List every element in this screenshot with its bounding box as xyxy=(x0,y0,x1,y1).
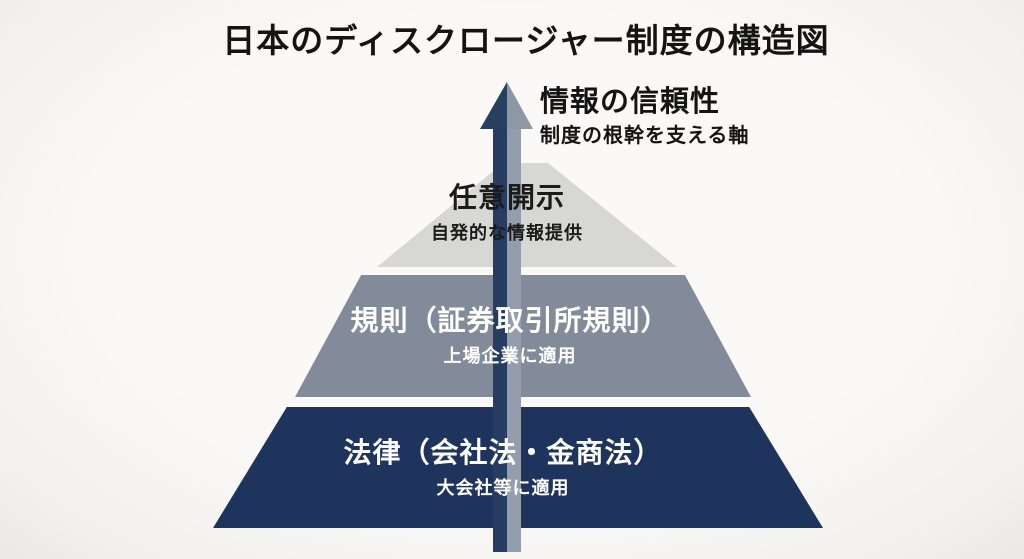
tier-label-voluntary-disclosure: 任意開示 自発的な情報提供 xyxy=(431,182,583,243)
tier-title: 法律（会社法・金商法） xyxy=(343,437,663,468)
tier-label-laws: 法律（会社法・金商法） 大会社等に適用 xyxy=(343,437,663,498)
tier-title: 規則（証券取引所規則） xyxy=(350,305,670,336)
tier-subtitle: 上場企業に適用 xyxy=(443,346,577,366)
axis-arrow-shaft-right xyxy=(507,126,521,552)
axis-arrow-shaft-left xyxy=(493,126,507,552)
tier-label-exchange-rules: 規則（証券取引所規則） 上場企業に適用 xyxy=(350,305,670,366)
tier-title: 任意開示 xyxy=(448,182,565,213)
tier-shape-exchange-rules xyxy=(295,275,751,397)
tier-subtitle: 自発的な情報提供 xyxy=(431,223,583,243)
tier-subtitle: 大会社等に適用 xyxy=(436,478,570,498)
up-arrow-icon xyxy=(507,82,533,129)
axis-label-subtitle: 制度の根幹を支える軸 xyxy=(540,125,750,147)
up-arrow-icon xyxy=(480,82,507,129)
axis-label-title: 情報の信頼性 xyxy=(540,86,721,118)
diagram-title: 日本のディスクロージャー制度の構造図 xyxy=(222,22,830,59)
axis-label: 情報の信頼性 制度の根幹を支える軸 xyxy=(540,86,750,147)
